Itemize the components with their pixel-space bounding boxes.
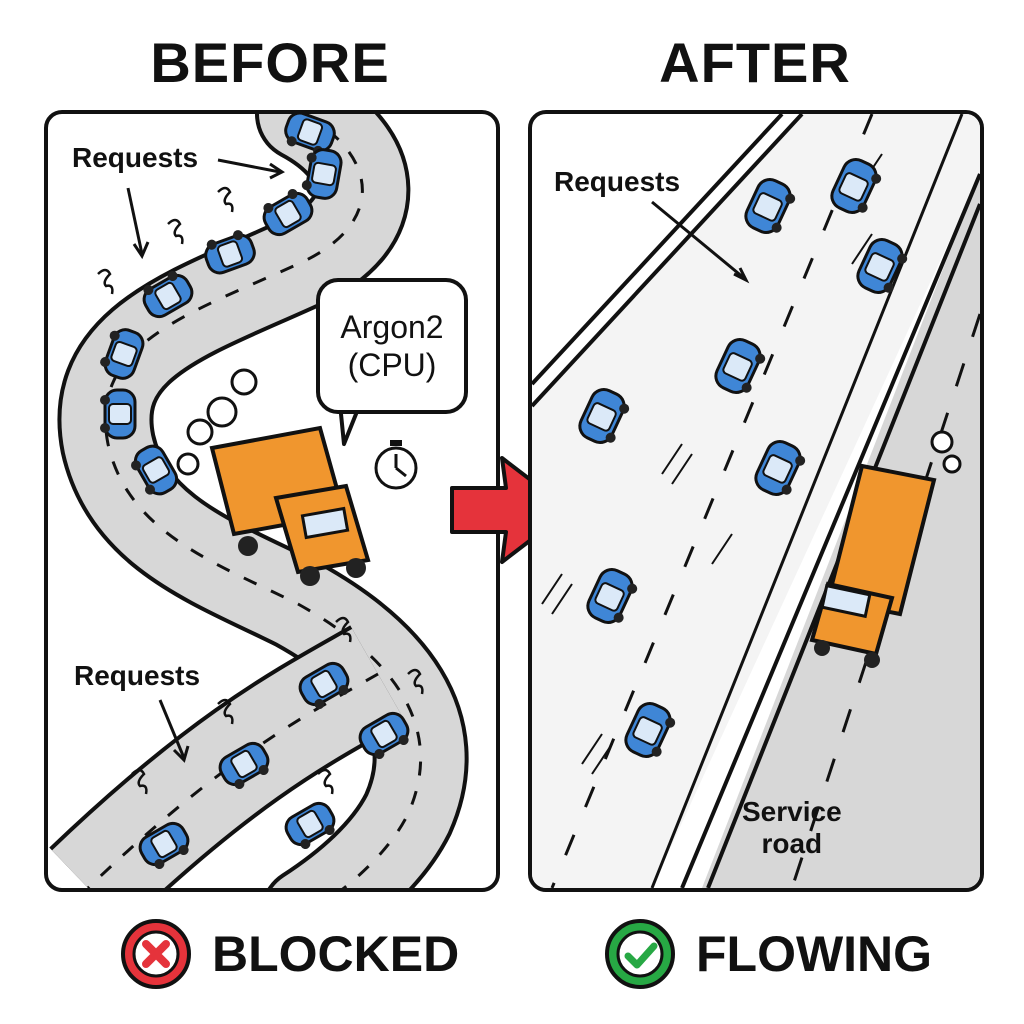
- exhaust-smoke: [930, 430, 962, 474]
- guard-rail-top-inner: [532, 114, 804, 408]
- service-road-label: Service road: [742, 796, 842, 860]
- label-arrows: [126, 158, 285, 763]
- truck: [809, 463, 937, 668]
- flowing-label: FLOWING: [696, 926, 933, 982]
- requests-label: Requests: [554, 166, 681, 197]
- blocked-status: BLOCKED: [118, 914, 459, 994]
- service-road-surface: [702, 174, 980, 888]
- highway-surface: [532, 114, 980, 888]
- after-panel: Requests Service road: [528, 110, 984, 892]
- guard-rail-top: [532, 114, 784, 386]
- flowing-status: FLOWING: [602, 914, 932, 994]
- truck: [209, 425, 371, 586]
- highway-scene: [532, 114, 980, 888]
- requests-label-bottom: Requests: [74, 660, 201, 691]
- callout-text: Argon2 (CPU): [340, 308, 444, 383]
- before-title: BEFORE: [150, 31, 390, 94]
- highway-lane-marking: [550, 114, 874, 888]
- frustration-squiggles: [97, 186, 424, 795]
- check-circle-icon: [602, 916, 678, 992]
- label-arrow: [651, 200, 750, 284]
- winding-road-scene: [49, 114, 469, 888]
- requests-label-top: Requests: [72, 142, 199, 173]
- stopwatch-icon: [374, 440, 418, 490]
- exhaust-smoke: [176, 368, 258, 476]
- x-circle-icon: [118, 916, 194, 992]
- road-lower-marking: [86, 672, 379, 888]
- blocked-label: BLOCKED: [212, 926, 460, 982]
- car: [98, 388, 137, 440]
- service-road-divider: [680, 173, 980, 888]
- after-title: AFTER: [659, 31, 851, 94]
- argon2-callout: Argon2 (CPU): [316, 278, 468, 414]
- road-surface: [61, 114, 465, 888]
- before-panel: Requests Requests Argon2 (CPU): [44, 110, 500, 892]
- highway-edge: [650, 114, 964, 888]
